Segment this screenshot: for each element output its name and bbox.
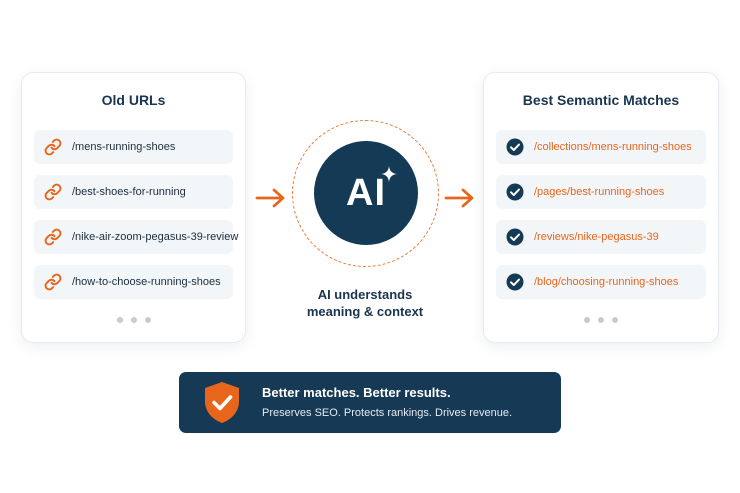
match-row: /pages/best-running-shoes	[496, 175, 706, 209]
match-row: /collections/mens-running-shoes	[496, 130, 706, 164]
link-icon	[44, 273, 62, 291]
old-url-row: /how-to-choose-running-shoes	[34, 265, 233, 299]
ai-caption: AI understands meaning & context	[290, 286, 440, 320]
match-row: /blog/choosing-running-shoes	[496, 265, 706, 299]
arrow-right-icon	[255, 188, 285, 208]
old-urls-card: Old URLs /mens-running-shoes /best-shoes…	[21, 72, 246, 343]
more-dots-indicator	[22, 317, 245, 323]
sparkle-icon	[381, 166, 397, 182]
ai-caption-line-2: meaning & context	[306, 304, 424, 319]
semantic-matches-title: Best Semantic Matches	[522, 92, 680, 108]
check-circle-icon	[506, 273, 524, 291]
old-url-text: /mens-running-shoes	[72, 141, 176, 153]
old-url-row: /best-shoes-for-running	[34, 175, 233, 209]
old-url-row: /mens-running-shoes	[34, 130, 233, 164]
check-circle-icon	[506, 228, 524, 246]
results-banner: Better matches. Better results. Preserve…	[179, 372, 561, 433]
link-icon	[44, 228, 62, 246]
banner-title: Better matches. Better results.	[262, 385, 451, 400]
more-dots-indicator	[484, 317, 718, 323]
old-url-row: /nike-air-zoom-pegasus-39-review	[34, 220, 238, 254]
ai-label: AI	[346, 171, 386, 214]
match-url-text: /blog/choosing-running-shoes	[534, 276, 679, 288]
old-url-text: /nike-air-zoom-pegasus-39-review	[72, 231, 239, 243]
match-url-text: /pages/best-running-shoes	[534, 186, 665, 198]
semantic-matches-card: Best Semantic Matches /collections/mens-…	[483, 72, 719, 343]
link-icon	[44, 138, 62, 156]
check-circle-icon	[506, 183, 524, 201]
ai-dashed-ring	[292, 120, 439, 267]
old-url-text: /how-to-choose-running-shoes	[72, 276, 221, 288]
banner-subtitle: Preserves SEO. Protects rankings. Drives…	[262, 407, 513, 419]
match-row: /reviews/nike-pegasus-39	[496, 220, 706, 254]
ai-caption-line-1: AI understands	[317, 287, 413, 302]
old-url-text: /best-shoes-for-running	[72, 186, 186, 198]
link-icon	[44, 183, 62, 201]
match-url-text: /collections/mens-running-shoes	[534, 141, 692, 153]
arrow-right-icon	[444, 188, 474, 208]
shield-check-icon	[205, 382, 239, 423]
check-circle-icon	[506, 138, 524, 156]
match-url-text: /reviews/nike-pegasus-39	[534, 231, 659, 243]
old-urls-title: Old URLs	[101, 92, 166, 108]
ai-badge: AI	[314, 141, 418, 245]
